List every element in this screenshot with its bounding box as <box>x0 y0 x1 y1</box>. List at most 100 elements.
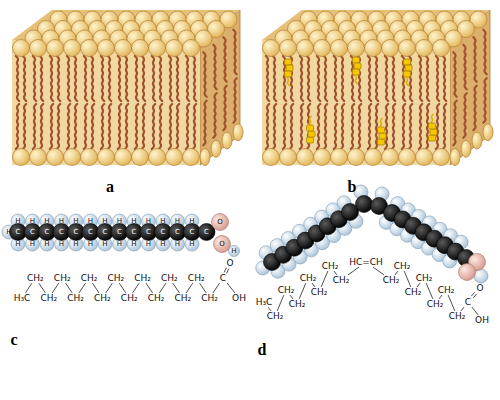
lipid-tail <box>16 104 19 149</box>
sterol-tail <box>286 77 289 86</box>
atom-symbol: C <box>146 229 151 236</box>
lipid-head <box>472 132 482 149</box>
lipid-tail <box>463 93 466 138</box>
chemical-bond <box>334 271 337 275</box>
lipid-head <box>382 40 399 57</box>
lipid-tail <box>108 56 111 101</box>
formula-group: CH₂ <box>333 276 350 285</box>
lipid-head <box>211 140 221 157</box>
lipid-head <box>30 149 47 166</box>
lipid-tail <box>33 104 36 149</box>
lipid-tail <box>324 104 327 149</box>
formula-group: OH <box>475 316 489 325</box>
lipid-tail <box>358 104 361 149</box>
chemical-bond <box>66 283 73 293</box>
lipid-head <box>98 149 115 166</box>
atom-symbol: H <box>15 241 20 248</box>
lipid-tail <box>169 104 172 149</box>
atom-symbol: H <box>44 218 49 225</box>
lipid-head <box>183 40 200 57</box>
lipid-tail <box>409 104 412 149</box>
lipid-tail <box>317 104 320 149</box>
atom-symbol: C <box>74 229 79 236</box>
lipid-head <box>382 149 399 166</box>
lipid-head <box>263 40 280 57</box>
lipid-head <box>115 149 132 166</box>
lipid-tail <box>473 86 476 131</box>
lipid-head <box>365 149 382 166</box>
lipid-tail <box>334 56 337 101</box>
lipid-head <box>166 40 183 57</box>
formula-group: CH₂ <box>121 294 138 303</box>
lipid-head <box>149 149 166 166</box>
formula-group: CH₂ <box>405 288 422 297</box>
chemical-bond <box>186 283 193 293</box>
lipid-tail <box>23 104 26 149</box>
formula-group: CH₂ <box>54 274 71 283</box>
formula-group: OH <box>232 294 246 303</box>
formula-group: CH₂ <box>161 274 178 283</box>
atom-symbol: H <box>73 218 78 225</box>
atom-symbol: H <box>30 218 35 225</box>
chemical-bond <box>173 283 180 293</box>
sterol-ring <box>285 71 292 77</box>
atom-symbol: H <box>44 241 49 248</box>
lipid-tail <box>193 56 196 101</box>
formula-group: H₃C <box>14 294 31 303</box>
formula-group: CH₂ <box>300 274 317 283</box>
lipid-tail <box>74 104 77 149</box>
atom-symbol: H <box>160 218 165 225</box>
lipid-tail <box>233 78 236 123</box>
unsaturated-fatty-acid-model <box>256 185 488 283</box>
chemical-bond <box>321 271 328 287</box>
lipid-tail <box>300 104 303 149</box>
lipid-head <box>263 149 280 166</box>
formula-group: CH₂ <box>81 274 98 283</box>
sterol-tail <box>379 118 382 127</box>
sterol-ring <box>378 139 385 145</box>
lipid-tail <box>317 56 320 101</box>
lipid-tail <box>223 86 226 131</box>
formula-group: CH₂ <box>27 274 44 283</box>
lipid-head <box>331 40 348 57</box>
lipid-head <box>461 140 471 157</box>
atom-symbol: H <box>189 241 194 248</box>
lipid-head <box>30 40 47 57</box>
lipid-tail <box>101 56 104 101</box>
lipid-tail <box>283 104 286 149</box>
chemical-bond <box>119 283 126 293</box>
lipid-head <box>81 149 98 166</box>
atom-symbol: H <box>73 241 78 248</box>
bilayer-front <box>12 40 200 165</box>
lipid-tail <box>176 56 179 101</box>
lipid-head <box>314 149 331 166</box>
atom-symbol: H <box>102 218 107 225</box>
chemical-bond <box>224 268 226 273</box>
sterol-ring <box>353 69 360 75</box>
sterol-tail <box>405 77 408 86</box>
sterol-tail <box>308 116 311 125</box>
lipid-tail <box>135 104 138 149</box>
formula-group: CH₂ <box>174 294 191 303</box>
lipid-tail <box>419 56 422 101</box>
lipid-tail <box>266 56 269 101</box>
lipid-head <box>450 149 460 166</box>
lipid-tail <box>84 56 87 101</box>
chemical-bond <box>227 269 229 274</box>
lipid-tail <box>402 104 405 149</box>
lipid-tail <box>159 56 162 101</box>
sterol-ring <box>308 131 315 137</box>
lipid-tail <box>91 104 94 149</box>
atom-symbol: C <box>45 229 50 236</box>
atom-symbol: H <box>146 241 151 248</box>
chemical-bond <box>348 267 359 275</box>
lipid-tail <box>152 56 155 101</box>
atom-symbol: C <box>16 229 21 236</box>
lipid-tail <box>473 37 476 82</box>
formula-group: CH₂ <box>438 286 455 295</box>
lipid-tail <box>23 56 26 101</box>
lipid-head <box>331 149 348 166</box>
panel-letter: b <box>348 179 357 195</box>
